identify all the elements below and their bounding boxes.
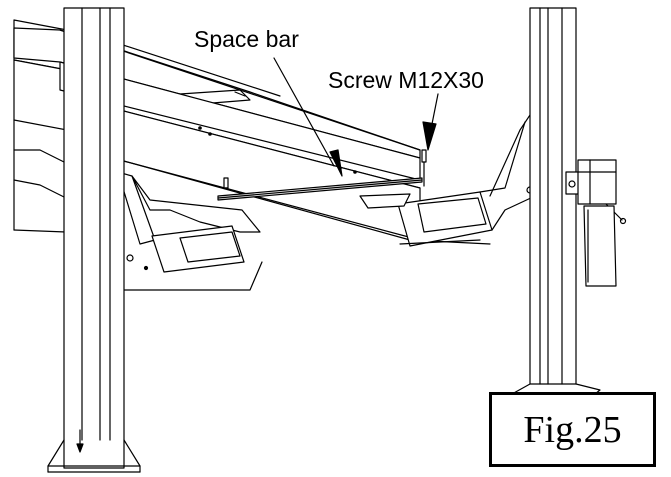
callout-space-bar: Space bar bbox=[194, 26, 299, 52]
callout-screw: Screw M12X30 bbox=[328, 67, 484, 93]
space-bar bbox=[217, 177, 423, 201]
figure-label-box: Fig.25 bbox=[489, 392, 656, 467]
leader-lines bbox=[273, 57, 439, 177]
left-post bbox=[47, 7, 141, 473]
power-unit bbox=[565, 159, 627, 287]
figure-label: Fig.25 bbox=[523, 408, 622, 451]
lower-ramp bbox=[117, 171, 263, 291]
right-post bbox=[511, 7, 601, 405]
screws bbox=[223, 149, 427, 189]
